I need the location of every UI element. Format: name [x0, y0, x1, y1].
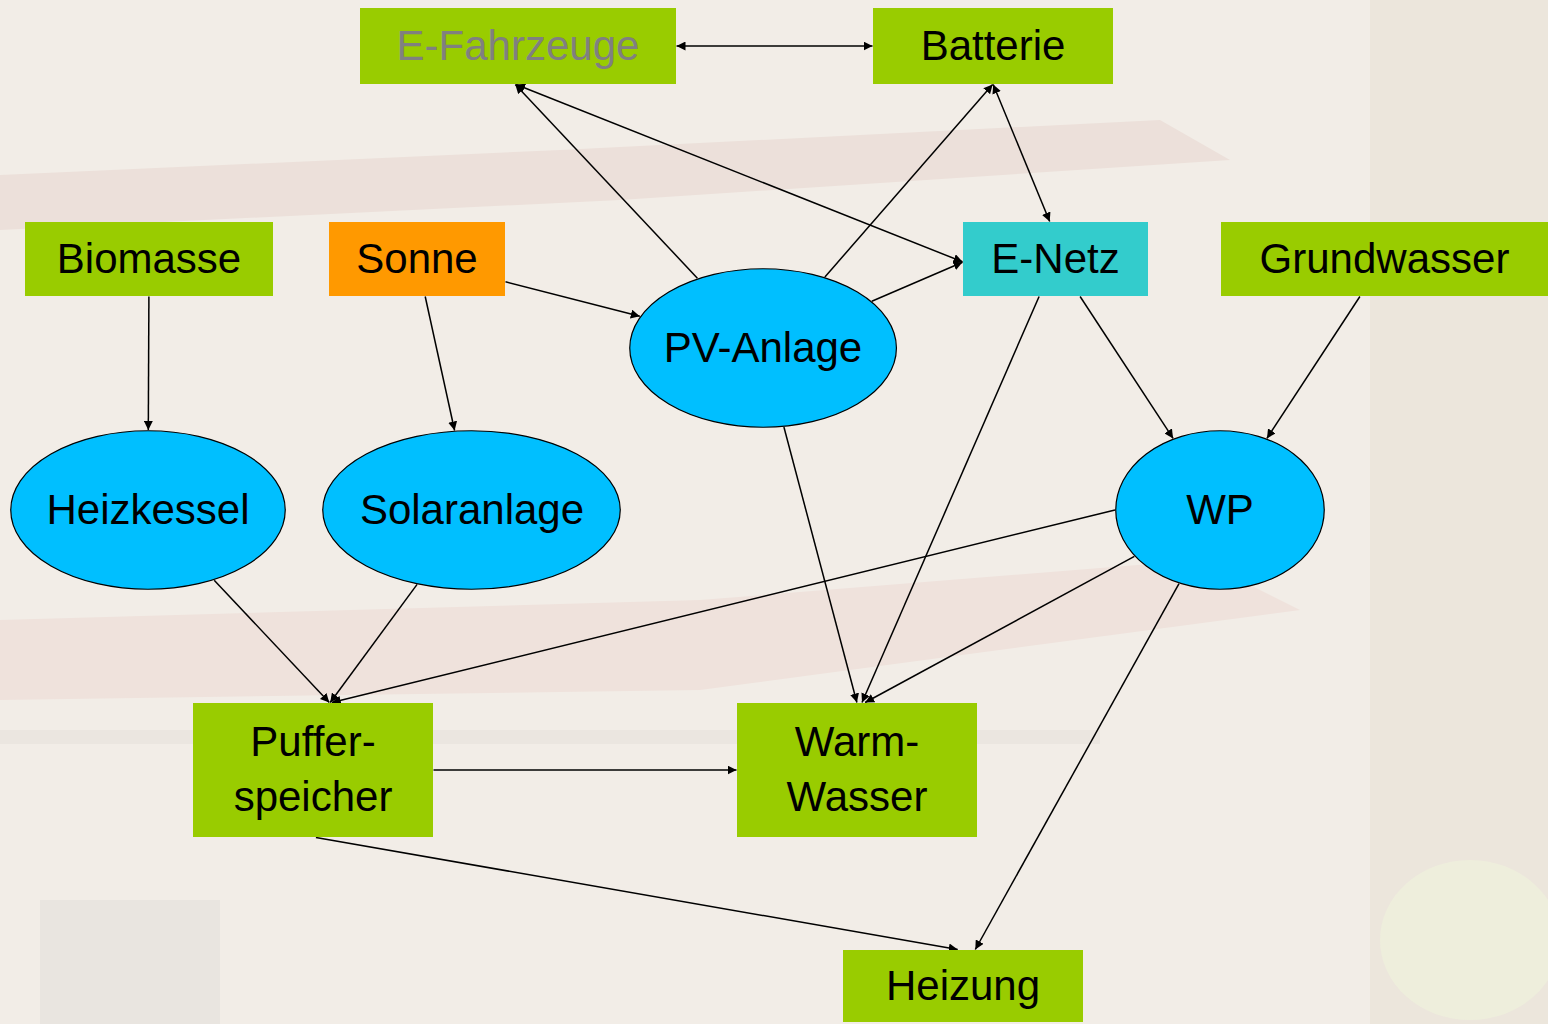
consumer-box: Warm- Wasser [737, 703, 977, 837]
node-label: Puffer- speicher [234, 715, 393, 824]
node-label: Sonne [356, 232, 477, 287]
connector-arrow [214, 580, 329, 702]
ellipse-shape [11, 431, 286, 590]
connector-arrow [1267, 297, 1360, 439]
node-label: Grundwasser [1260, 232, 1510, 287]
connector-arrow [784, 427, 857, 703]
connector-arrow [993, 85, 1049, 222]
vehicle-box: E-Fahrzeuge [360, 8, 676, 84]
roof-shade [0, 120, 1230, 230]
plant-ellipse: Solaranlage [322, 430, 621, 590]
connector-arrow [506, 282, 640, 317]
storage-box: Batterie [873, 8, 1113, 84]
connector-arrow [865, 556, 1134, 702]
plant-ellipse: PV-Anlage [629, 268, 897, 428]
connector-arrow [316, 838, 958, 950]
ellipse-shape [630, 269, 897, 428]
plant-ellipse: Heizkessel [10, 430, 286, 590]
connector-arrow [434, 769, 737, 771]
node-label: E-Netz [991, 232, 1119, 287]
connector-arrow [516, 85, 962, 262]
source-box: Grundwasser [1221, 222, 1548, 296]
connector-arrow [425, 297, 454, 431]
connector-arrow [330, 584, 417, 702]
node-label: PV-Anlage [664, 321, 862, 376]
node-label: Heizkessel [46, 483, 249, 538]
ellipse-shape [1116, 431, 1325, 590]
connector-arrow [1080, 297, 1173, 439]
consumer-box: Heizung [843, 950, 1083, 1022]
connector-arrow [975, 584, 1179, 950]
connector-arrow [677, 45, 873, 47]
node-label: E-Fahrzeuge [397, 19, 640, 74]
node-label: Biomasse [57, 232, 241, 287]
ellipse-shape [323, 431, 621, 590]
connector-arrow [872, 262, 963, 301]
connector-arrow [515, 85, 697, 279]
source-box: Sonne [329, 222, 505, 296]
node-label: Warm- Wasser [787, 715, 928, 824]
node-label: Heizung [886, 959, 1040, 1014]
node-label: Batterie [921, 19, 1066, 74]
node-label: WP [1186, 483, 1254, 538]
node-label: Solaranlage [360, 483, 584, 538]
connector-arrow [148, 297, 150, 431]
plant-ellipse: WP [1115, 430, 1325, 590]
storage-box: Puffer- speicher [193, 703, 433, 837]
grid-box: E-Netz [963, 222, 1148, 296]
source-box: Biomasse [25, 222, 273, 296]
tree-shade [1380, 860, 1548, 1020]
window-shade [40, 900, 220, 1024]
